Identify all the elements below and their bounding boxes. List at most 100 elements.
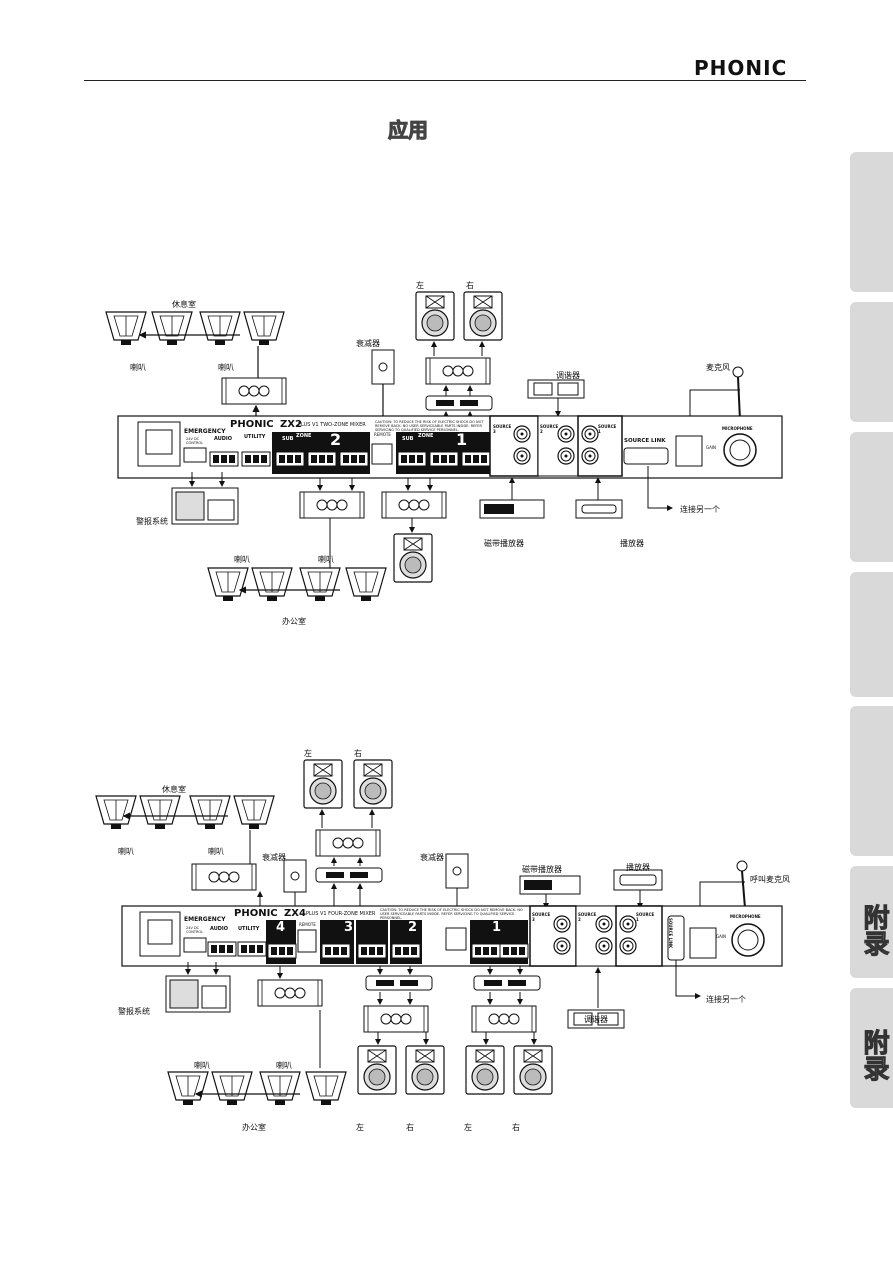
side-tab-4[interactable]	[850, 572, 893, 697]
monitor-speaker-left	[303, 759, 343, 809]
power-amplifier	[221, 377, 287, 405]
label-attenuator-2b: 衰减器	[420, 853, 444, 862]
side-tab-appendix-2[interactable]	[850, 988, 893, 1108]
label-bottom-right-2: 右	[512, 1123, 520, 1132]
zx2-source-1-label: SOURCE 1	[598, 424, 617, 434]
side-tab-2[interactable]	[850, 302, 893, 422]
power-amplifier	[257, 979, 323, 1007]
side-tab-appendix-1[interactable]	[850, 866, 893, 978]
label-player-1: 播放器	[620, 539, 644, 548]
zx4-source-2-label: SOURCE 2	[578, 912, 597, 922]
equalizer	[473, 975, 541, 991]
label-attenuator-2a: 衰减器	[262, 853, 286, 862]
label-speaker-2a: 喇叭	[118, 847, 134, 856]
label-left-1: 左	[416, 281, 424, 290]
label-paging-mic-2: 呼叫麦克风	[750, 875, 790, 884]
zx4-panel-brand: PHONIC	[234, 908, 278, 919]
label-link-2: 连接另一个	[706, 995, 746, 1004]
monitor-speaker	[357, 1045, 397, 1095]
zx2-remote-label: REMOTE	[374, 432, 391, 437]
zx2-zone-label-2: ZONE	[418, 433, 434, 439]
horn-speaker	[199, 311, 241, 346]
horn-speaker	[151, 311, 193, 346]
zx4-zone-1-number: 1	[492, 920, 502, 935]
horn-speaker	[345, 567, 387, 602]
zx2-source-link-label: SOURCE LINK	[624, 438, 666, 444]
label-lounge-2: 休息室	[162, 785, 186, 794]
zx2-audio-label: AUDIO	[214, 436, 233, 442]
zx2-emergency-label: EMERGENCY	[184, 428, 226, 435]
horn-speaker	[167, 1071, 209, 1106]
label-right-1: 右	[466, 281, 474, 290]
horn-speaker	[305, 1071, 347, 1106]
power-amplifier	[381, 491, 447, 519]
side-tab-appendix-2-label: 附录	[859, 1029, 890, 1082]
monitor-speaker	[465, 1045, 505, 1095]
zx4-zone-2-number: 2	[408, 920, 418, 935]
label-lounge-1: 休息室	[172, 300, 196, 309]
zx2-utility-label: UTILITY	[244, 434, 266, 440]
power-amplifier	[299, 491, 365, 519]
header-rule	[84, 80, 806, 81]
power-amplifier	[191, 863, 257, 891]
horn-speaker	[259, 1071, 301, 1106]
label-tape-player-1: 磁带播放器	[484, 539, 524, 548]
power-amplifier	[315, 829, 381, 857]
side-tab-appendix-1-label: 附录	[859, 904, 890, 957]
zx2-control-label: 24V DC CONTROL	[186, 437, 204, 445]
zx2-zone-label: ZONE	[296, 433, 312, 439]
label-tuner-1: 调谐器	[556, 371, 580, 380]
zx4-audio-label: AUDIO	[210, 926, 229, 932]
zx2-panel-model: ZX2	[280, 419, 302, 430]
zx4-remote-label: REMOTE	[299, 922, 316, 927]
zx4-control-label: 24V DC CONTROL	[186, 926, 204, 934]
horn-speaker	[105, 311, 147, 346]
label-speaker-1b: 喇叭	[218, 363, 234, 372]
label-speaker-2d: 喇叭	[276, 1061, 292, 1070]
label-speaker-2c: 喇叭	[194, 1061, 210, 1070]
horn-speaker	[207, 567, 249, 602]
label-tape-player-2: 磁带播放器	[522, 865, 562, 874]
zx4-emergency-label: EMERGENCY	[184, 916, 226, 923]
zx2-gain-label: GAIN	[706, 445, 717, 450]
zx4-zone-4-number: 4	[276, 920, 286, 935]
side-tab-1[interactable]	[850, 152, 893, 292]
label-microphone-1: 麦克风	[706, 363, 730, 372]
power-amplifier	[363, 1005, 429, 1033]
zx4-source-3-label: SOURCE 3	[532, 912, 551, 922]
label-alarm-1: 警报系统	[136, 517, 168, 526]
zx2-source-2-label: SOURCE 2	[540, 424, 559, 434]
zx4-microphone-label: MICROPHONE	[730, 914, 761, 919]
zx4-source-1-label: SOURCE 1	[636, 912, 655, 922]
zx2-zone-2-number: 2	[330, 430, 342, 449]
monitor-speaker	[405, 1045, 445, 1095]
label-bottom-right-1: 右	[406, 1123, 414, 1132]
zx4-panel-model: ZX4	[284, 908, 306, 919]
horn-speaker	[139, 795, 181, 830]
equalizer	[425, 395, 493, 411]
side-tab-3[interactable]	[850, 432, 893, 562]
zx2-panel-caution: CAUTION: TO REDUCE THE RISK OF ELECTRIC …	[375, 420, 484, 432]
label-bottom-left-2: 左	[464, 1123, 472, 1132]
monitor-speaker	[513, 1045, 553, 1095]
horn-speaker	[233, 795, 275, 830]
zx2-panel-brand: PHONIC	[230, 419, 274, 430]
horn-speaker	[299, 567, 341, 602]
label-office-2: 办公室	[242, 1123, 266, 1132]
label-office-1: 办公室	[282, 617, 306, 626]
label-right-2: 右	[354, 749, 362, 758]
horn-speaker	[95, 795, 137, 830]
horn-speaker	[243, 311, 285, 346]
power-amplifier	[425, 357, 491, 385]
side-tab-5[interactable]	[850, 706, 893, 856]
zx4-gain-label: GAIN	[716, 934, 727, 939]
monitor-speaker-right	[353, 759, 393, 809]
zx4-source-link-label: SOURCE LINK	[668, 918, 673, 949]
brand-logo: PHONIC	[694, 56, 788, 80]
label-tuner-2: 调谐器	[584, 1015, 608, 1024]
label-alarm-2: 警报系统	[118, 1007, 150, 1016]
label-speaker-1d: 喇叭	[318, 555, 334, 564]
equalizer	[315, 867, 383, 883]
zx4-utility-label: UTILITY	[238, 926, 260, 932]
